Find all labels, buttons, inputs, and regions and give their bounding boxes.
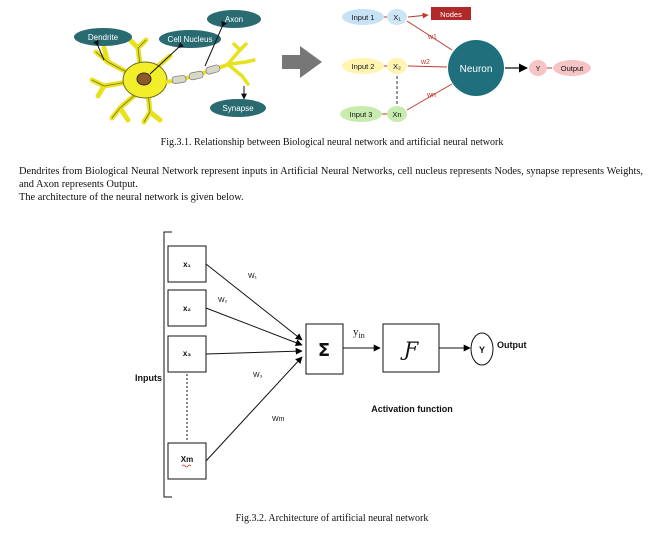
activation-box [382,323,440,373]
output-node [553,60,591,76]
neuron-label: Neuron [460,64,493,75]
nodes-label: Nodes [440,10,462,19]
input2-label: Input 2 [352,62,375,71]
input3-node [340,106,382,122]
x2-node [387,58,407,74]
nodes-arrow [407,12,429,19]
svg-text:Synapse: Synapse [222,104,254,113]
summation-box [305,323,344,375]
w2-text: W₂ [218,297,228,304]
wm-text: Wm [272,416,285,423]
wn-label: wn [426,92,436,99]
figure2-caption: Fig.3.2. Architecture of artificial neur… [235,513,429,524]
svg-text:Axon: Axon [225,15,243,24]
paragraph-architecture-line: The architecture of the neural network i… [19,191,244,203]
w1-text: W₁ [248,273,258,280]
activation-label: Activation function [371,404,453,414]
output-label: Output [561,64,584,73]
w1-label: w1 [427,34,437,41]
inputs-bracket [163,231,172,498]
input1-label: Input 1 [352,13,375,22]
svg-text:Dendrite: Dendrite [88,33,119,42]
x1-text: x₁ [183,260,191,269]
artificial-neuron-diagram: Input 1 Input 2 Input 3 X₁ X₂ Xn Nodes w… [340,7,591,122]
svg-text:Cell Nucleus: Cell Nucleus [168,35,213,44]
connection-w1 [205,263,303,341]
xn-label: Xn [392,110,401,119]
w3-text: W₃ [253,372,263,379]
w2-connection [407,65,448,68]
x2-text: x₂ [183,304,191,313]
figure-3-2: Inputs x₁ x₂ x₃ Xm W₁ W₂ W₃ Wm Σ yin Ƒ A… [135,231,527,498]
x2-label: X₂ [393,62,401,71]
x1-label: X₁ [393,13,401,22]
xn-node [387,106,407,122]
bio-label-synapse: Synapse [210,99,266,117]
output-text: Output [497,340,527,350]
neuron-circle [448,40,504,96]
wn-connection [406,83,453,111]
body-paragraph: Dendrites from Biological Neural Network… [19,166,643,204]
figure1-caption: Fig.3.1. Relationship between Biological… [160,137,504,148]
sigma-symbol: Σ [318,340,330,361]
axon-shape [164,62,231,84]
inputs-label: Inputs [135,373,162,383]
x3-text: x₃ [183,349,191,358]
input-box-x1 [167,245,207,283]
connection-w2 [205,307,303,347]
xm-text: Xm [181,455,193,464]
input2-node [342,58,384,74]
y-text: Y [479,345,485,355]
w1-connection [406,20,453,51]
axon-terminals [226,42,256,86]
bio-label-cell-nucleus: Cell Nucleus [159,30,221,48]
input3-label: Input 3 [350,110,373,119]
cell-nucleus-pointer [149,42,184,75]
nodes-badge [431,7,471,20]
x1-node [387,9,407,25]
connection-w3 [205,347,303,355]
axon-pointer [204,20,227,67]
transform-arrow [282,46,322,78]
paragraph-text: Dendrites from Biological Neural Network… [19,166,643,190]
y-circle [470,332,494,366]
y-label: Y [535,64,540,73]
yin-label: yin [353,326,365,340]
w2-label: w2 [420,59,430,66]
bio-label-dendrite: Dendrite [74,28,132,46]
bio-label-axon: Axon [207,10,261,28]
dendrite-pointer [93,39,105,61]
connection-wm [205,356,303,462]
y-node [529,60,547,76]
input-box-xm [167,442,207,480]
input1-node [342,9,384,25]
cell-nucleus-shape [136,72,152,86]
activation-symbol: Ƒ [400,337,419,361]
